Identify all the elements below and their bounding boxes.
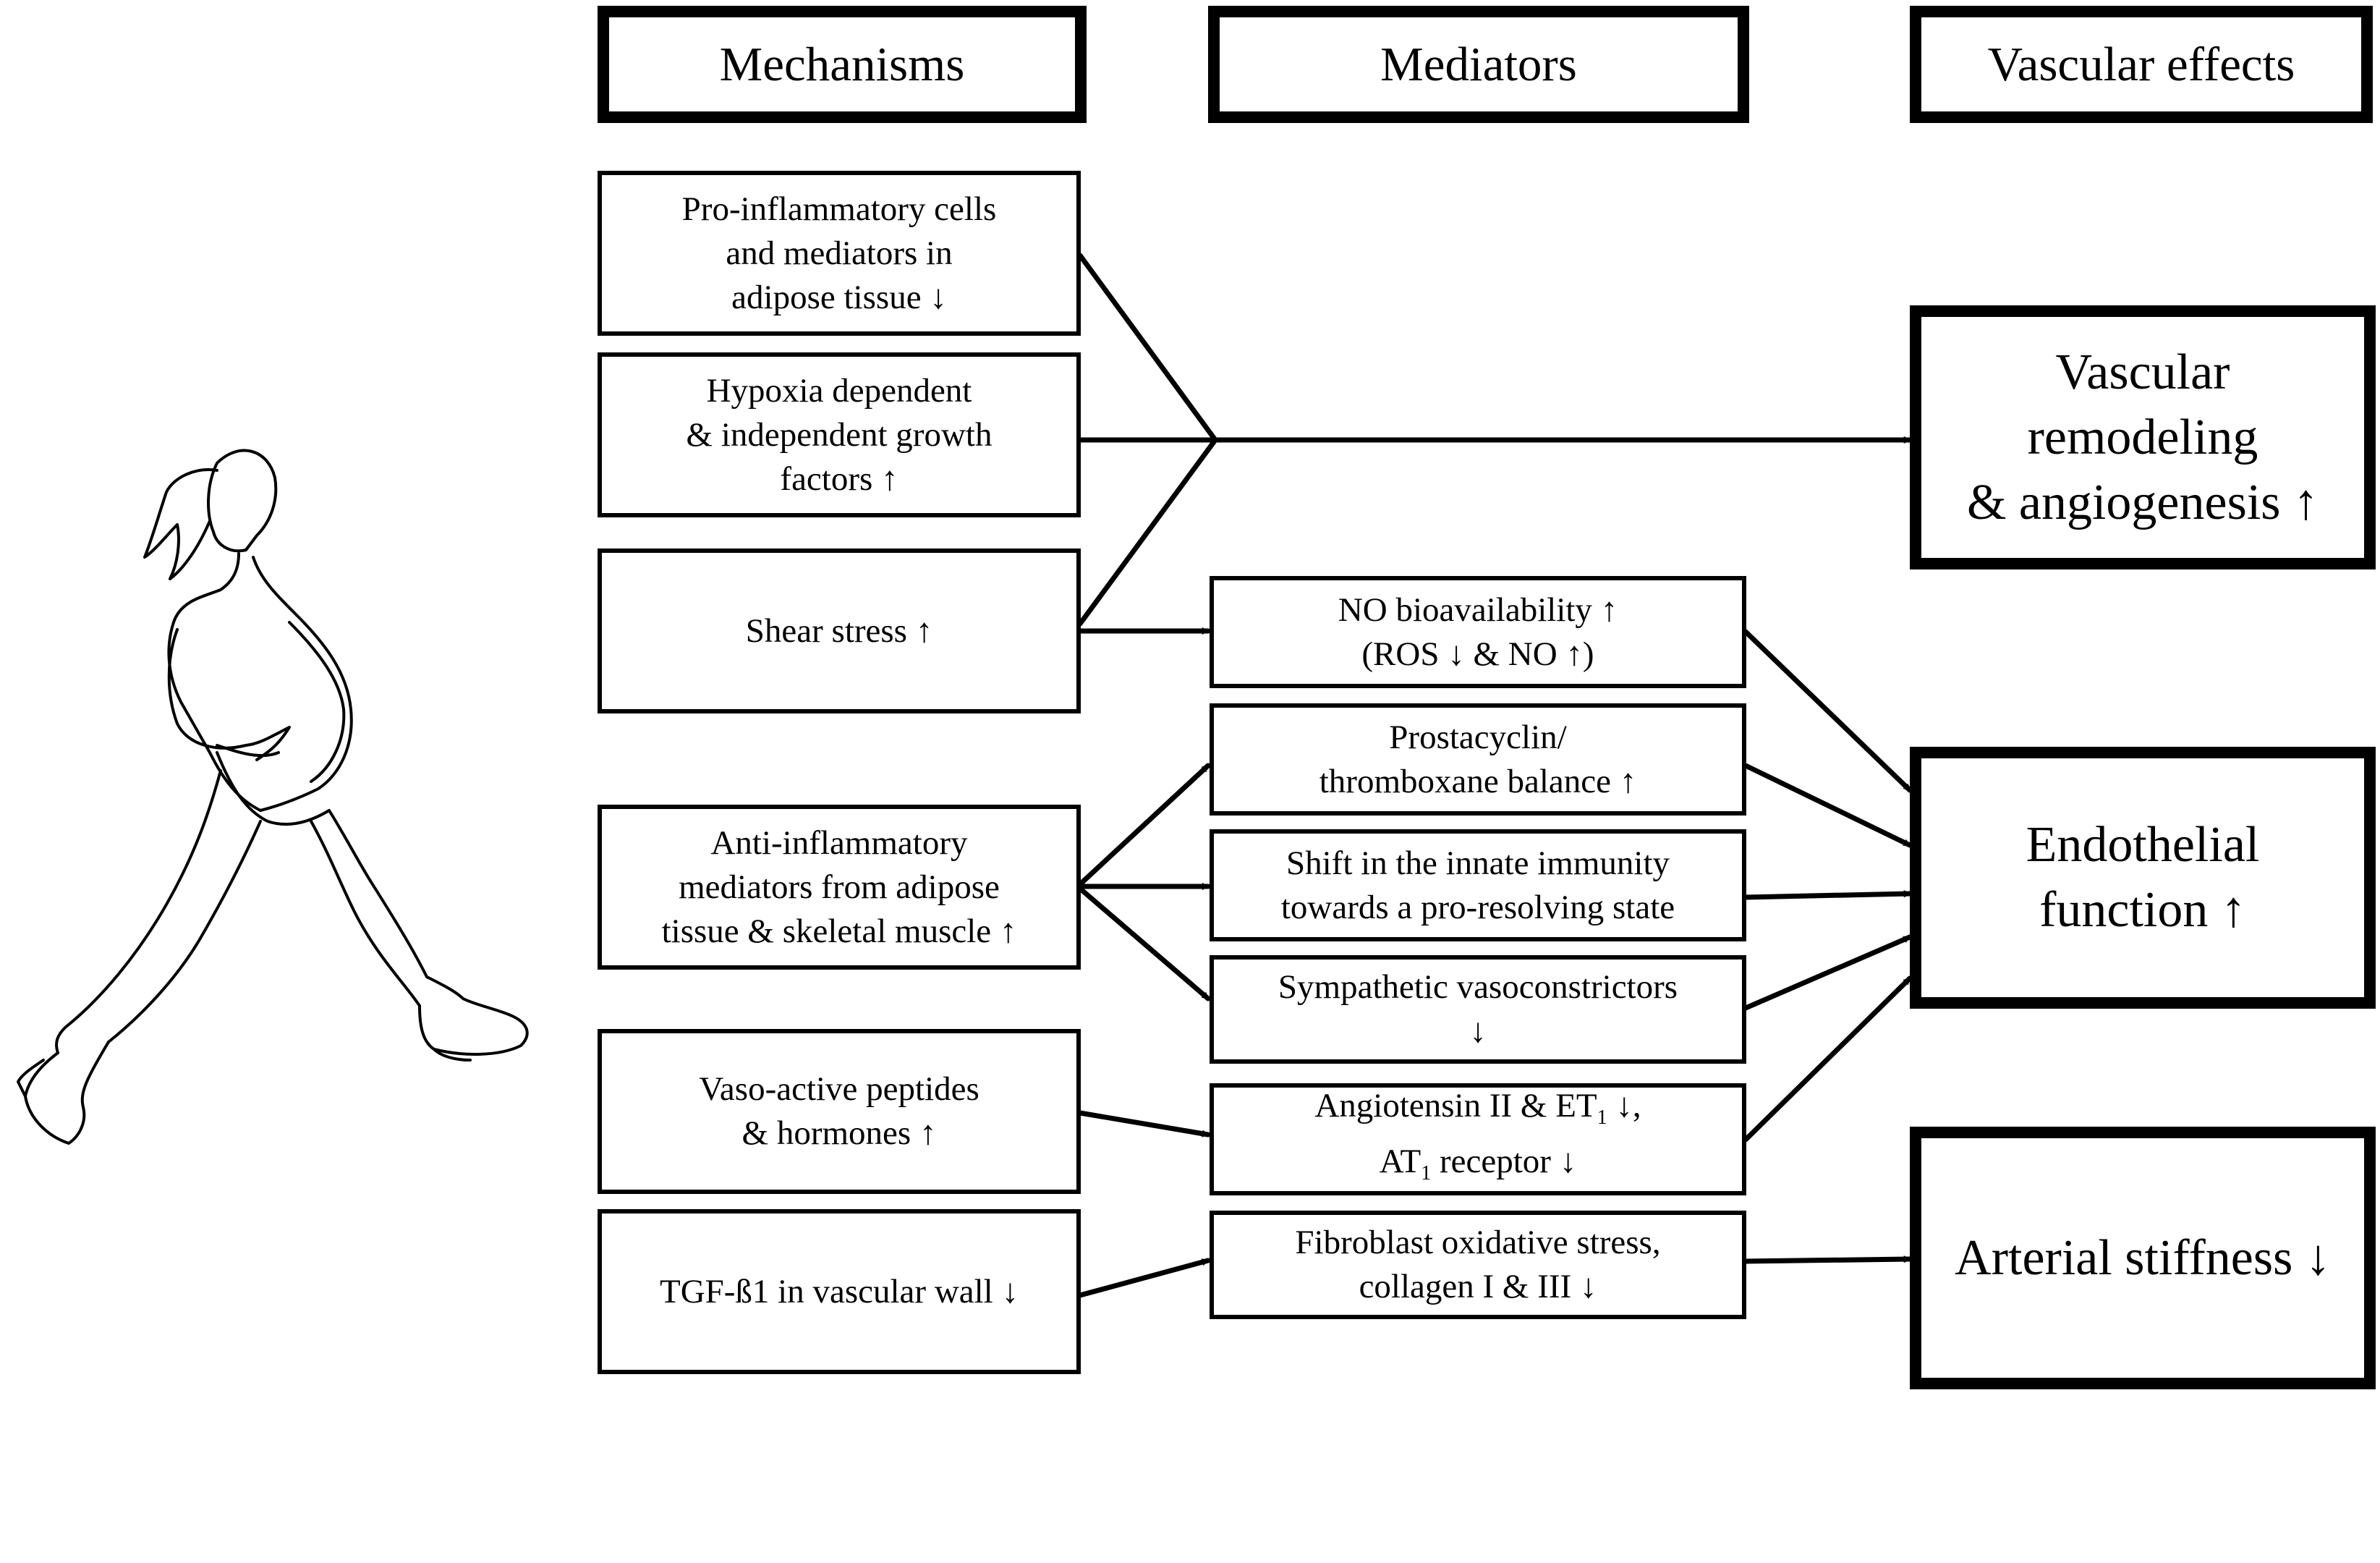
effect-arterial-stiffness-text: Arterial stiffness ↓	[1955, 1229, 2331, 1286]
mechanism-pro-inflammatory: Pro-inflammatory cells and mediators in …	[598, 171, 1081, 336]
mechanism-vaso-active-peptides: Vaso-active peptides & hormones ↑	[598, 1029, 1081, 1194]
arrow-sympathetic-to-endothelial	[1743, 934, 1913, 1011]
connector-arrows	[1077, 253, 1913, 1298]
arrow-antiinflam-to-sympathetic	[1077, 886, 1211, 1001]
effect-vascular-remodeling-text: Vascular remodeling & angiogenesis ↑	[1966, 344, 2319, 530]
mechanism-tgf-beta1: TGF-ß1 in vascular wall ↓	[598, 1209, 1081, 1374]
arrow-angiotensin-to-endothelial	[1743, 975, 1913, 1143]
mediator-prostacyclin-balance: Prostacyclin/ thromboxane balance ↑	[1210, 703, 1746, 816]
mechanism-anti-inflammatory: Anti-inflammatory mediators from adipose…	[598, 805, 1081, 970]
effect-vascular-remodeling: Vascular remodeling & angiogenesis ↑	[1910, 305, 2376, 569]
mediator-no-text: NO bioavailability ↑ (ROS ↓ & NO ↑)	[1338, 590, 1618, 673]
mechanism-tgf-text: TGF-ß1 in vascular wall ↓	[659, 1272, 1019, 1310]
mediator-innate-text: Shift in the innate immunity towards a p…	[1280, 844, 1675, 926]
header-vascular-effects-label: Vascular effects	[1987, 38, 2295, 91]
mechanism-shear-stress: Shear stress ↑	[598, 548, 1081, 713]
arrow-proinflam-to-junction	[1077, 253, 1218, 443]
header-vascular-effects: Vascular effects	[1910, 6, 2373, 123]
mediator-angiotensin-et1: Angiotensin II & ET1 ↓, AT1 receptor ↓	[1210, 1083, 1746, 1195]
header-mechanisms: Mechanisms	[598, 6, 1087, 123]
effect-endothelial-function: Endothelial function ↑	[1910, 747, 2376, 1009]
arrow-tgf-to-fibroblast	[1077, 1258, 1211, 1298]
mediator-sympathetic-text: Sympathetic vasoconstrictors ↓	[1278, 968, 1678, 1050]
mechanism-pro-inflammatory-text: Pro-inflammatory cells and mediators in …	[681, 190, 997, 316]
mechanism-anti-inflammatory-text: Anti-inflammatory mediators from adipose…	[661, 823, 1017, 950]
header-mediators: Mediators	[1208, 6, 1749, 123]
header-mediators-label: Mediators	[1380, 38, 1577, 91]
mediator-sympathetic-vasoconstrictors: Sympathetic vasoconstrictors ↓	[1210, 955, 1746, 1064]
arrow-no-to-endothelial	[1743, 629, 1913, 793]
mechanism-hypoxia-growth-factors: Hypoxia dependent & independent growth f…	[598, 352, 1081, 517]
effect-arterial-stiffness: Arterial stiffness ↓	[1910, 1127, 2376, 1389]
mechanism-hypoxia-text: Hypoxia dependent & independent growth f…	[686, 371, 993, 498]
mechanism-vaso-active-text: Vaso-active peptides & hormones ↑	[699, 1070, 979, 1152]
arrow-prostacyclin-to-endothelial	[1743, 763, 1913, 848]
arrow-antiinflam-to-prostacyclin	[1077, 763, 1211, 887]
header-mechanisms-label: Mechanisms	[719, 38, 965, 91]
mechanism-shear-stress-text: Shear stress ↑	[745, 611, 933, 650]
mediator-fibroblast-oxidative-stress: Fibroblast oxidative stress, collagen I …	[1210, 1211, 1746, 1319]
mediator-prostacyclin-text: Prostacyclin/ thromboxane balance ↑	[1319, 718, 1637, 800]
exercise-vascular-diagram: Mechanisms Mediators Vascular effects Pr…	[17, 6, 2376, 1389]
mediator-fibroblast-text: Fibroblast oxidative stress, collagen I …	[1295, 1224, 1661, 1305]
arrow-innate-to-endothelial	[1743, 890, 1913, 900]
mediator-innate-immunity: Shift in the innate immunity towards a p…	[1210, 829, 1746, 941]
pregnant-runner-illustration	[17, 449, 529, 1145]
mediator-angiotensin-text: Angiotensin II & ET1 ↓, AT1 receptor ↓	[1314, 1086, 1641, 1185]
arrow-fibroblast-to-stiffness	[1743, 1255, 1913, 1264]
arrow-vasoactive-to-angiotensin	[1077, 1110, 1211, 1138]
mediator-no-bioavailability: NO bioavailability ↑ (ROS ↓ & NO ↑)	[1210, 576, 1746, 688]
arrow-shear-to-junction	[1077, 437, 1218, 627]
effect-endothelial-function-text: Endothelial function ↑	[2026, 817, 2260, 938]
